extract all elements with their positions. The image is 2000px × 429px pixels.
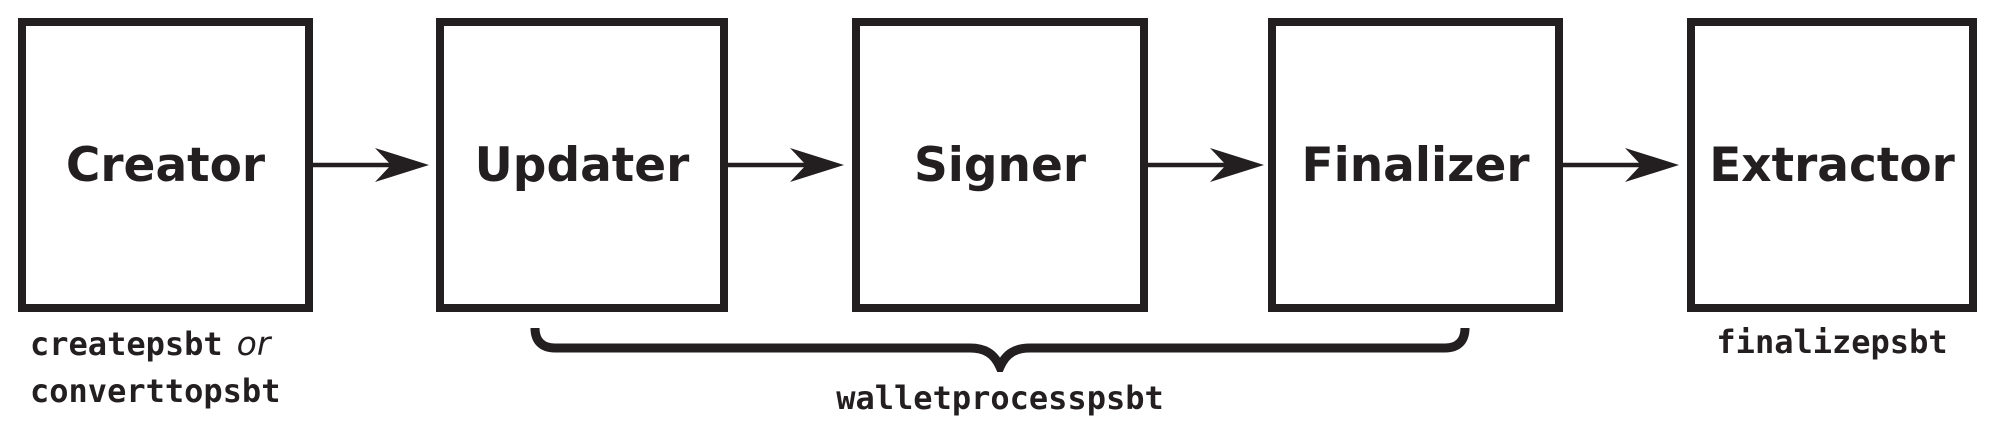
creator-caption-line2: converttopsbt: [30, 368, 280, 415]
arrow-right-icon: [728, 148, 844, 182]
node-signer: Signer: [852, 18, 1148, 312]
node-signer-label: Signer: [913, 137, 1087, 193]
arrow-right-icon: [313, 148, 429, 182]
node-extractor: Extractor: [1687, 18, 1977, 312]
creator-command-2: converttopsbt: [30, 372, 281, 410]
arrow-right-icon: [1563, 148, 1679, 182]
node-extractor-label: Extractor: [1709, 137, 1955, 193]
node-finalizer: Finalizer: [1268, 18, 1563, 312]
brace-caption: walletprocesspsbt: [836, 379, 1164, 417]
node-creator: Creator: [18, 18, 313, 312]
creator-caption-line1: createpsbt or: [30, 320, 280, 368]
node-creator-label: Creator: [65, 137, 266, 193]
creator-command-1: createpsbt: [30, 325, 223, 363]
node-finalizer-label: Finalizer: [1301, 137, 1530, 193]
node-updater-label: Updater: [474, 137, 690, 193]
or-separator: or: [236, 324, 271, 363]
curly-brace-icon: [530, 327, 1470, 372]
node-updater: Updater: [436, 18, 728, 312]
creator-caption: createpsbt or converttopsbt: [30, 320, 280, 415]
arrow-right-icon: [1148, 148, 1264, 182]
extractor-caption: finalizepsbt: [1716, 323, 1948, 361]
